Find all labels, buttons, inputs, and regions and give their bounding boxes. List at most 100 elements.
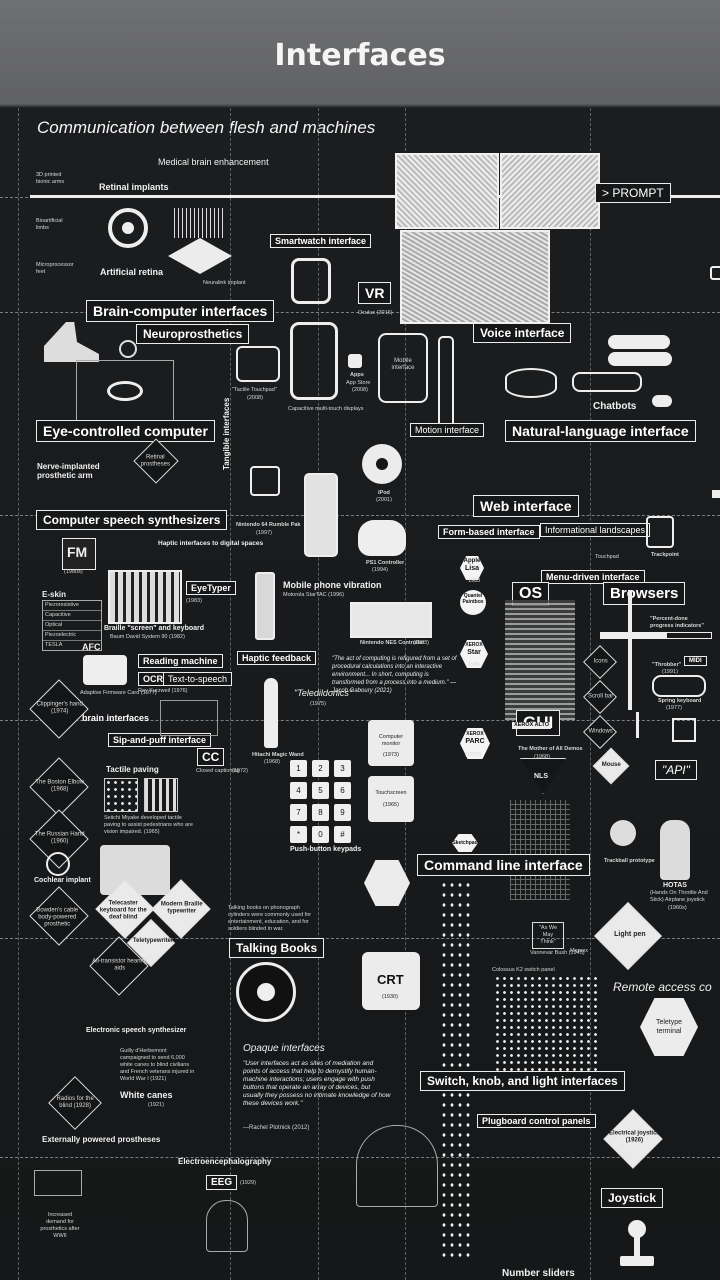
cc-badge: CC <box>197 748 225 766</box>
number-slider-dots <box>440 880 470 1260</box>
quantel-badge: Quantel Paintbox <box>460 590 486 615</box>
nintendo64-label: Nintendo 64 Rumble Pak <box>236 522 301 528</box>
electrode-array-icon <box>174 208 226 238</box>
window-icon <box>672 718 696 742</box>
menu-driven-label: Menu-driven interface <box>541 570 645 584</box>
keypad-key: 1 <box>290 760 307 777</box>
teledildonics-year: (1975) <box>310 701 326 707</box>
tts-label: Text-to-speech <box>163 672 233 686</box>
smart-speaker-icon <box>505 368 557 398</box>
bowden-diamond: Bowden's cable body-powered prosthetic <box>29 886 89 946</box>
eyes-illustration <box>500 153 600 229</box>
apps-label: Apps <box>350 372 364 378</box>
neuralink-chip-icon <box>168 238 232 274</box>
fm-box: FM <box>62 538 96 570</box>
eskin-label: E-skin <box>42 590 67 599</box>
timeline-row-line <box>0 515 720 516</box>
poster-title: Interfaces <box>274 38 446 73</box>
hotas-joystick-icon <box>660 820 690 880</box>
gully-note: Guilly d'Herbemont campaigned to send 6,… <box>120 1048 195 1082</box>
pupil-icon <box>122 222 134 234</box>
timeline-row-line <box>0 312 720 313</box>
eskin-table: Piezoresistive Capacitive Optical Piezoe… <box>42 600 102 651</box>
throbber-year: (1991) <box>662 669 678 675</box>
keypad-key: 7 <box>290 804 307 821</box>
touchpad-label: Touchpad <box>595 554 619 560</box>
apps-icon <box>348 354 362 368</box>
keypad-key: # <box>334 826 351 843</box>
magic-wand-year: (1968) <box>264 759 280 765</box>
typewriter-icon <box>100 845 170 895</box>
ipod-label: iPod <box>378 490 390 496</box>
form-based-label: Form-based interface <box>438 525 540 539</box>
timeline-row-line <box>0 720 720 721</box>
firmware-card-icon <box>83 655 127 685</box>
number-sliders-label: Number sliders <box>502 1268 575 1279</box>
memex-label: Memex <box>570 948 589 954</box>
magic-wand-label: Hitachi Magic Wand <box>252 752 304 758</box>
electronic-speech-label: Electronic speech synthesizer <box>86 1027 187 1034</box>
keypad-key: 5 <box>312 782 329 799</box>
teledildonics-label: "Teledildonics" <box>294 688 353 698</box>
poster-subtitle: Communication between flesh and machines <box>37 118 376 137</box>
haptic-feedback-label: Haptic feedback <box>237 651 317 665</box>
os-screenshot-collage <box>505 600 575 720</box>
api-label: "API" <box>655 760 697 780</box>
nes-year: (1983) <box>413 640 429 646</box>
haptic-digital-label: Haptic interfaces to digital spaces <box>158 540 264 547</box>
throbber-label: "Throbber" <box>652 662 682 668</box>
cochlear-label: Cochlear implant <box>34 877 91 884</box>
magic-wand-icon <box>264 678 278 748</box>
web-interface-label: Web interface <box>473 495 579 517</box>
joystick-base-icon <box>620 1256 654 1266</box>
fm-year: (1980s) <box>64 569 83 575</box>
teletype-hex: Teletype terminal <box>640 998 698 1056</box>
hexagon-device-icon <box>364 860 410 906</box>
reading-machine-label: Reading machine <box>138 654 223 668</box>
icons-diamond: Icons <box>583 645 617 679</box>
adaptive-card-note: Adaptive Firmware Card (1977) <box>80 690 157 696</box>
braille-screen-label: Braille "screen" and keyboard <box>104 625 205 632</box>
tactile-touchpad-label: "Tactile Touchpad" <box>232 387 277 393</box>
hotas-note: (Hands On Throttle And Stick) Airplane j… <box>650 890 708 903</box>
scroll-bar-diamond: Scroll bar <box>583 680 617 714</box>
touchpad-icon <box>236 346 280 382</box>
trackball-label: Trackball prototype <box>604 858 655 864</box>
white-canes-year: (1921) <box>148 1102 164 1108</box>
trackpoint-icon <box>646 516 674 548</box>
tactile-paving-label: Tactile paving <box>106 765 159 774</box>
hotas-year: (1960s) <box>668 905 687 911</box>
prompt-label: > PROMPT <box>595 183 671 203</box>
record-label-icon <box>257 983 275 1001</box>
joystick-label: Joystick <box>601 1188 664 1208</box>
sip-puff-label: Sip-and-puff interface <box>108 733 212 747</box>
push-button-label: Push-button keypads <box>290 846 362 853</box>
opaque-quote: "User interfaces act as sites of mediati… <box>243 1060 391 1107</box>
eeg-year: (1929) <box>240 1180 256 1186</box>
browsers-vline <box>628 590 632 710</box>
mother-demos-year: (1968) <box>534 754 550 760</box>
ps1-year: (1994) <box>372 567 388 573</box>
medical-brain-label: Medical brain enhancement <box>158 157 269 167</box>
ipod-wheel-icon <box>362 444 402 484</box>
nintendo64-year: (1997) <box>256 530 272 536</box>
brain-computer-label: Brain-computer interfaces <box>86 300 275 322</box>
timeline-col-line <box>230 108 231 1280</box>
eeg-label: EEG <box>206 1175 238 1190</box>
mobile-phone-icon <box>255 572 275 640</box>
trackball-icon <box>610 820 636 846</box>
as-we-may-think-box: "As We May Think" <box>532 922 564 949</box>
keypad-key: 6 <box>334 782 351 799</box>
tactile-touchpad-year: (2008) <box>247 395 263 401</box>
clippinger-diamond: Clippinger's hand (1974) <box>29 679 89 739</box>
eye-icon <box>107 381 143 401</box>
spring-keyboard-icon <box>652 675 706 697</box>
prosthetic-foot-icon <box>44 322 99 362</box>
circuit-diagram <box>510 800 570 900</box>
xerox-parc-year: (1973) <box>465 752 481 758</box>
app-store-label: App Store <box>346 380 371 386</box>
nes-label: Nintendo NES Controller <box>360 640 425 646</box>
rumble-pak-icon <box>250 466 280 496</box>
cochlear-icon <box>46 852 70 876</box>
